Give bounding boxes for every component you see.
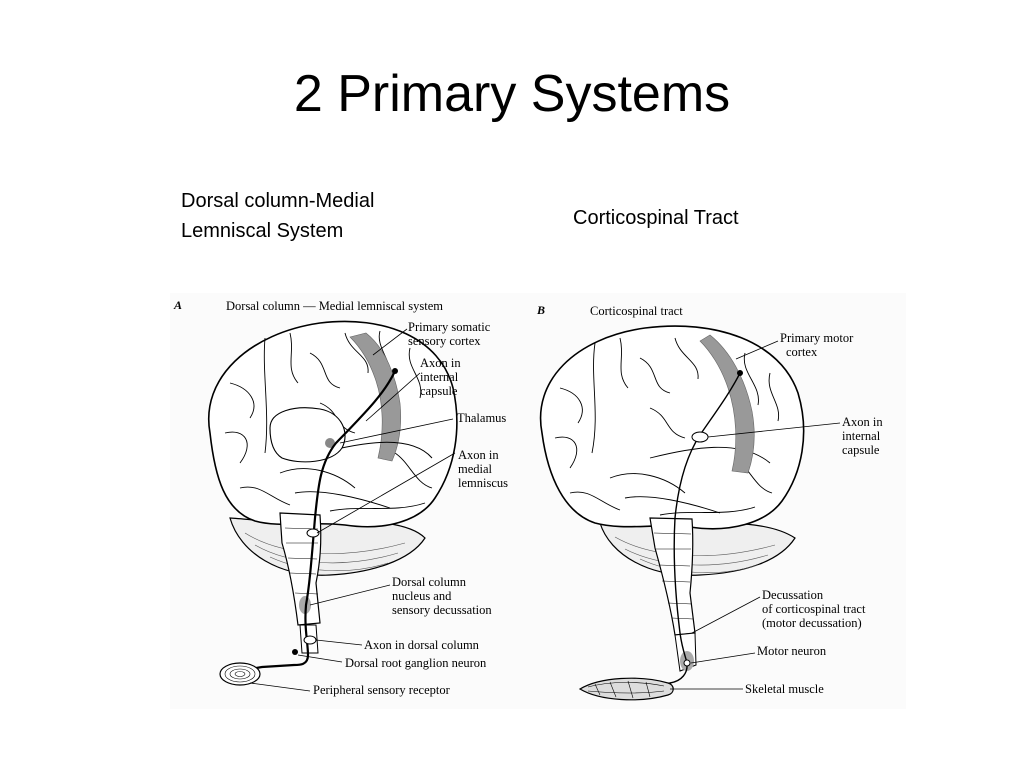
label-dorsal-nucleus-2: nucleus and	[392, 589, 452, 603]
panel-a-peripheral-receptor	[219, 662, 261, 686]
figure-svg: A Dorsal column — Medial lemniscal syste…	[170, 293, 906, 709]
panel-a-dorsal-column-marker	[303, 635, 317, 645]
panel-b-labels: Primary motor cortex Axon in internal ca…	[745, 331, 883, 696]
label-motor-neuron: Motor neuron	[757, 644, 827, 658]
label-axon-internal-b-2: internal	[842, 429, 881, 443]
panel-b-brainstem-hatching	[653, 532, 694, 620]
label-axon-internal-b-1: Axon in	[842, 415, 883, 429]
left-heading: Dorsal column-Medial Lemniscal System	[181, 186, 441, 246]
label-dorsal-nucleus-1: Dorsal column	[392, 575, 467, 589]
label-primary-motor-1: Primary motor	[780, 331, 854, 345]
panel-b-cortex-neuron	[737, 370, 743, 376]
panel-b-gyri	[554, 337, 780, 516]
neuro-pathway-figure: A Dorsal column — Medial lemniscal syste…	[170, 293, 906, 709]
panel-a-axon-pathway	[225, 370, 397, 675]
panel-b-motor-cortex-strip	[699, 334, 755, 474]
label-decussation-3: (motor decussation)	[762, 616, 862, 630]
panel-a-ganglion-neuron	[292, 649, 298, 655]
panel-a-leader-lines	[249, 328, 456, 692]
label-peripheral-receptor: Peripheral sensory receptor	[313, 683, 451, 697]
panel-b-muscle-fibers	[587, 680, 665, 699]
panel-b-brain-outline	[539, 325, 805, 530]
label-dorsal-nucleus-3: sensory decussation	[392, 603, 492, 617]
label-axon-medial-3: lemniscus	[458, 476, 508, 490]
right-heading: Corticospinal Tract	[573, 207, 739, 229]
panel-b-title: Corticospinal tract	[590, 304, 683, 318]
label-skeletal-muscle: Skeletal muscle	[745, 682, 824, 696]
panel-a-title: Dorsal column — Medial lemniscal system	[226, 299, 443, 313]
panel-a: A Dorsal column — Medial lemniscal syste…	[173, 298, 508, 697]
label-primary-somatic-2: sensory cortex	[408, 334, 481, 348]
label-primary-motor-2: cortex	[786, 345, 818, 359]
left-heading-line2: Lemniscal System	[181, 220, 344, 242]
label-axon-dorsal-column: Axon in dorsal column	[364, 638, 480, 652]
left-heading-line1: Dorsal column-Medial	[181, 190, 375, 212]
label-axon-internal-b-3: capsule	[842, 443, 880, 457]
panel-a-thalamus	[269, 407, 346, 463]
label-decussation-1: Decussation	[762, 588, 824, 602]
panel-a-thalamus-nucleus	[325, 438, 335, 448]
panel-a-medial-lemniscus-marker	[306, 528, 320, 538]
panel-a-brainstem	[279, 512, 322, 626]
panel-a-labels: Primary somatic sensory cortex Axon in i…	[313, 320, 508, 697]
label-axon-internal-a-2: internal	[420, 370, 459, 384]
label-dorsal-root-ganglion: Dorsal root ganglion neuron	[345, 656, 487, 670]
panel-a-receptor-rings	[224, 665, 256, 683]
label-axon-medial-1: Axon in	[458, 448, 499, 462]
label-axon-medial-2: medial	[458, 462, 493, 476]
label-decussation-2: of corticospinal tract	[762, 602, 866, 616]
panel-a-cortex-neuron	[392, 368, 398, 374]
panel-b-internal-capsule-marker	[691, 431, 709, 443]
label-thalamus: Thalamus	[457, 411, 506, 425]
panel-a-letter: A	[173, 298, 182, 312]
slide-title: 2 Primary Systems	[293, 65, 731, 123]
panel-b-leader-lines	[670, 340, 841, 690]
panel-b: B Corticospinal tract	[536, 303, 883, 701]
label-primary-somatic-1: Primary somatic	[408, 320, 491, 334]
panel-b-letter: B	[536, 303, 545, 317]
label-axon-internal-a-1: Axon in	[420, 356, 461, 370]
panel-b-motor-neuron	[683, 659, 691, 667]
label-axon-internal-a-3: capsule	[420, 384, 458, 398]
